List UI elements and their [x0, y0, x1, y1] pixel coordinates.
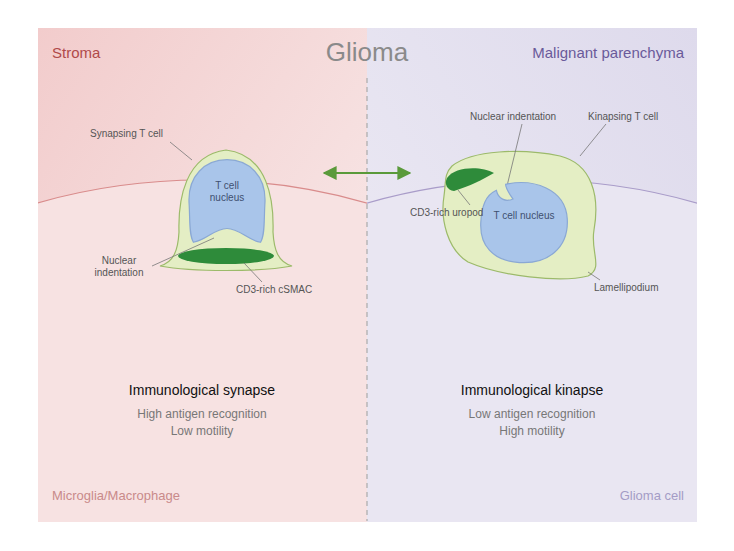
- callout-label: Nuclear indentation: [470, 111, 556, 123]
- nucleus-label: T cell nucleus: [200, 180, 254, 203]
- region-label: Malignant parenchyma: [532, 44, 684, 61]
- uropod: [446, 168, 494, 191]
- transition-arrow: [324, 172, 410, 174]
- glioma-cell: [367, 180, 697, 522]
- nucleus-shape: [478, 180, 570, 266]
- csmac: [178, 248, 274, 264]
- callout-label: Lamellipodium: [594, 282, 658, 294]
- title: Glioma: [326, 38, 408, 68]
- state-heading: Immunological synapse: [129, 382, 275, 398]
- state-heading: Immunological kinapse: [461, 382, 603, 398]
- state-property: Low antigen recognition: [469, 408, 596, 422]
- divider: [366, 78, 367, 521]
- state-property: High motility: [499, 425, 564, 439]
- leader-lines: [152, 124, 606, 282]
- nucleus-label: T cell nucleus: [493, 210, 555, 222]
- nucleus: T cell nucleus: [478, 180, 570, 266]
- region-label: Stroma: [52, 44, 100, 61]
- state-property: High antigen recognition: [137, 408, 266, 422]
- cell-label: Microglia/Macrophage: [52, 489, 180, 504]
- callout-label: Nuclear indentation: [86, 255, 152, 278]
- t-cell-body: [160, 150, 292, 271]
- cell-label: Glioma cell: [620, 489, 684, 504]
- callout-label: CD3-rich cSMAC: [236, 284, 312, 296]
- state-property: Low motility: [171, 425, 234, 439]
- callout-label: CD3-rich uropod: [410, 207, 483, 219]
- callout-label: Kinapsing T cell: [588, 111, 658, 123]
- callout-label: Synapsing T cell: [90, 128, 163, 140]
- nucleus: T cell nucleus: [185, 158, 269, 244]
